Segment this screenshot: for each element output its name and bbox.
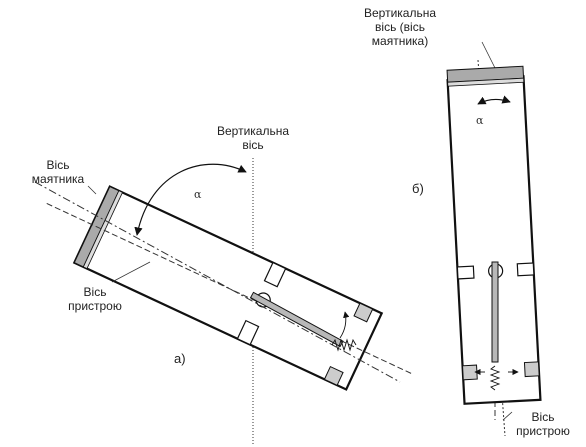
pendulum-rod-a	[249, 291, 344, 348]
spring-b	[489, 365, 501, 391]
vertical-axis-leader-b	[481, 41, 496, 69]
vertical-axis-label-a-line1: Вертикальна	[216, 124, 290, 138]
pendulum-rod-b	[491, 261, 499, 363]
vertical-axis-label-b-line3: маятника)	[371, 34, 429, 48]
device-axis-label-b-line1: Вісь	[531, 410, 555, 424]
pendulum-axis-leader	[87, 185, 97, 195]
panel-label-b: б)	[412, 181, 424, 196]
end-cap-inner-b	[447, 77, 525, 87]
angle-symbol-a: α	[194, 188, 202, 201]
spring-a	[331, 338, 357, 352]
vertical-axis-label-b: Вертикальна вісь (вісь маятника)	[350, 6, 450, 48]
angle-arc-a	[134, 163, 247, 236]
bearing-bottom-a	[236, 319, 260, 346]
pendulum-axis-line-a	[34, 181, 401, 383]
angle-arc-b	[477, 95, 511, 105]
device-axis-label-a-line1: Вісь	[83, 285, 107, 299]
device-axis-label-b: Вісь пристрою	[505, 410, 581, 438]
bearing-top-a	[263, 261, 287, 288]
small-arc-a	[339, 311, 350, 339]
device-axis-label-b-line2: пристрою	[516, 424, 570, 438]
panel-label-a: а)	[174, 351, 186, 366]
bearing-left-b	[456, 265, 475, 280]
vertical-axis-label-a-line2: вісь	[242, 138, 264, 152]
pendulum-axis-label-line1: Вісь	[46, 158, 70, 172]
device-body-b	[446, 65, 542, 405]
panel-a	[34, 158, 415, 444]
corner-block-bottom-a	[323, 365, 344, 386]
vertical-axis-label-b-line2: вісь (вісь	[375, 20, 425, 34]
bearing-right-b	[516, 262, 535, 277]
vertical-axis-label-a: Вертикальна вісь	[198, 124, 308, 152]
pendulum-axis-label: Вісь маятника	[18, 158, 98, 186]
corner-block-right-b	[523, 361, 540, 378]
device-axis-line-a	[46, 203, 415, 376]
device-axis-leader	[111, 261, 151, 283]
panel-b	[446, 41, 542, 437]
pendulum-axis-label-line2: маятника	[31, 172, 85, 186]
device-axis-label-a: Вісь пристрою	[55, 285, 135, 313]
device-axis-leader-b	[502, 411, 513, 421]
corner-block-top-a	[353, 302, 374, 323]
vertical-axis-label-b-line1: Вертикальна	[363, 6, 437, 20]
device-axis-label-a-line2: пристрою	[68, 299, 122, 313]
angle-symbol-b: α	[476, 114, 484, 127]
